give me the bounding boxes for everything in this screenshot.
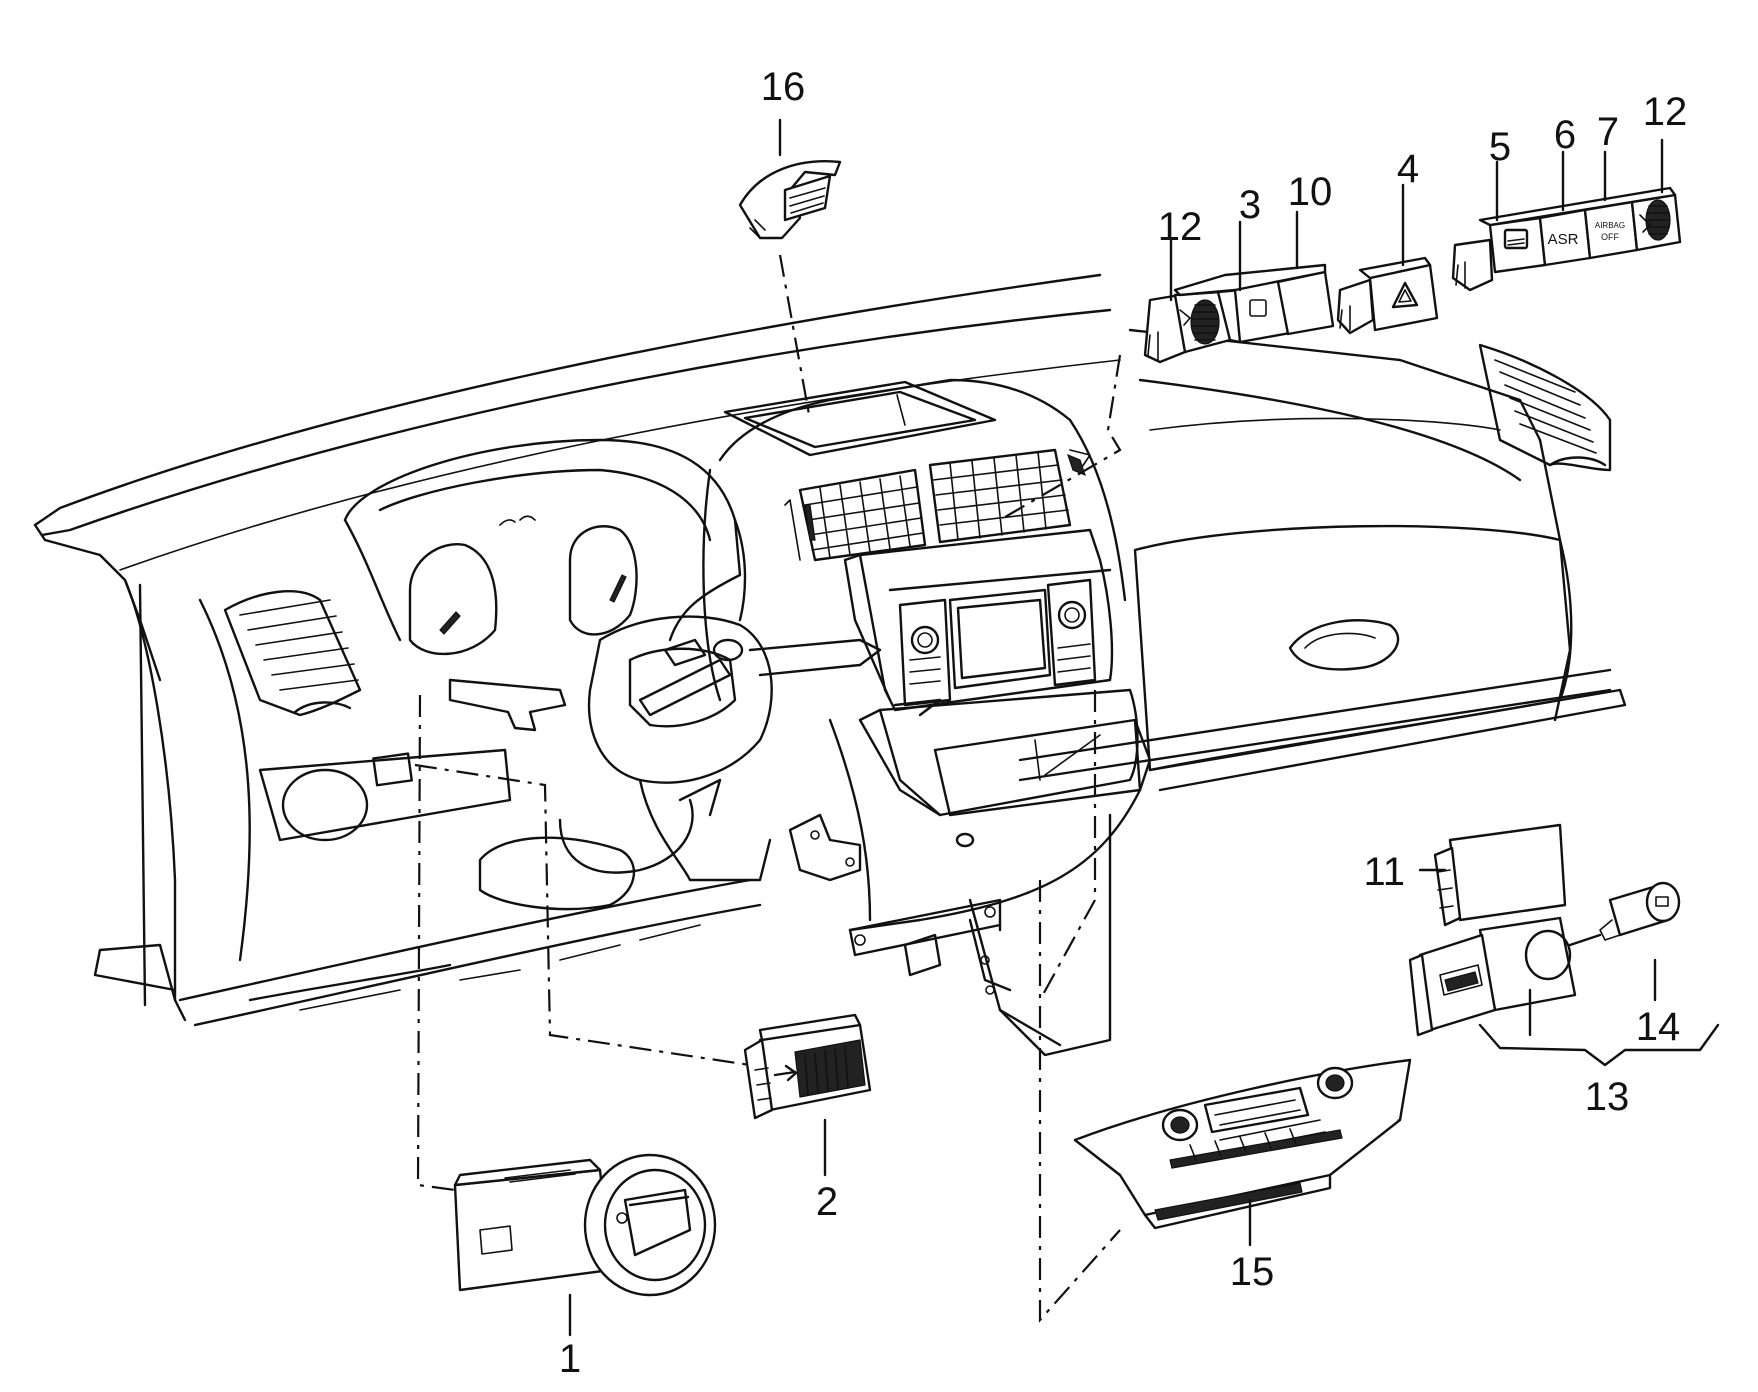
part-2-dimmer-switch — [743, 1013, 872, 1120]
callout-1: 1 — [559, 1337, 581, 1381]
part-1-headlight-switch — [453, 1153, 717, 1297]
right-air-vent — [1478, 343, 1612, 472]
callout-12-left: 12 — [1158, 205, 1203, 249]
callout-7: 7 — [1597, 110, 1619, 154]
callout-15: 15 — [1230, 1250, 1275, 1294]
part-15-climate-control — [1073, 1058, 1412, 1230]
switch-strip-right: ASR AIRBAG OFF — [1451, 186, 1682, 292]
callout-10: 10 — [1288, 170, 1333, 214]
callout-4: 4 — [1397, 147, 1419, 191]
instrument-cluster — [343, 438, 747, 656]
part-11-blank-cover — [1433, 823, 1567, 927]
part-16-display-hood — [738, 160, 842, 240]
callout-leaders — [568, 118, 1664, 1337]
part-14-knob — [1599, 881, 1681, 941]
callout-6: 6 — [1554, 113, 1576, 157]
switch-strip-left — [1143, 263, 1335, 364]
leader-lines — [414, 254, 1122, 1323]
callout-13: 13 — [1585, 1075, 1630, 1119]
dashboard-panel — [33, 273, 1627, 1057]
steering-column — [448, 615, 882, 911]
airbag-off-label-line1: AIRBAG — [1595, 221, 1625, 230]
center-console — [702, 378, 1152, 1057]
callout-labels: 16 12 3 10 4 5 6 7 12 11 14 13 2 15 1 — [559, 65, 1687, 1381]
part-13-switch-assembly — [1408, 916, 1602, 1037]
callout-11: 11 — [1363, 850, 1405, 894]
callout-5: 5 — [1489, 125, 1511, 169]
bracket-13 — [1478, 1023, 1720, 1067]
asr-button-label: ASR — [1548, 231, 1579, 248]
left-air-vent — [223, 590, 362, 717]
callout-12-right: 12 — [1643, 90, 1688, 134]
airbag-off-label-line2: OFF — [1601, 232, 1619, 242]
callout-2: 2 — [816, 1180, 838, 1224]
callout-16: 16 — [761, 65, 806, 109]
callout-3: 3 — [1239, 183, 1261, 227]
callout-14: 14 — [1636, 1005, 1681, 1049]
part-4-hazard-switch — [1336, 256, 1439, 335]
